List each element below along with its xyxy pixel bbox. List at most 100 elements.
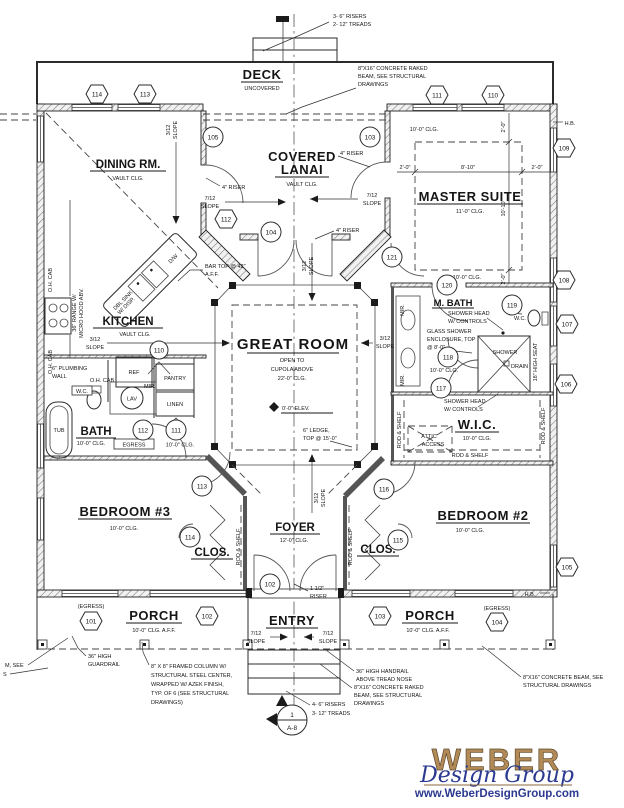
dining-slope-1: 3/12 [166, 125, 172, 136]
hose-bib-top: H.B. [565, 121, 576, 127]
attic-label-1: ATTIC [421, 434, 437, 440]
riser4-note-right: 4" RISER [340, 151, 363, 157]
lanai-right-slope-1: 7/12 [367, 193, 378, 199]
interior-walls [43, 282, 554, 650]
toilet [86, 390, 102, 410]
logo-url[interactable]: www.WeberDesignGroup.com [414, 788, 579, 800]
dining-ceiling: VAULT CLG. [112, 176, 144, 182]
entry-left-slope-2: SLOPE [247, 639, 266, 645]
right-slope-1: 3/12 [380, 336, 391, 342]
column-note-4: TYP. OF 6 (SEE STRUCTURAL [151, 691, 229, 697]
mbath-title: M. BATH [434, 298, 473, 309]
bar-top-note-2: A.F.F. [205, 272, 219, 278]
column-note-1: 8" X 8" FRAMED COLUMN W/ [151, 664, 227, 670]
great-room-sub1: OPEN TO [280, 358, 305, 364]
bath-hall-ceiling: 10'-0" CLG. [166, 443, 195, 449]
ohcab-lower-label: O.H. CAB [48, 350, 54, 374]
riser4-note-center: 4" RISER [336, 228, 359, 234]
door-tag-110: 110 [154, 347, 165, 354]
door-tag-103: 103 [365, 134, 376, 141]
wc-label: W.C. [76, 389, 88, 395]
lanai-right-slope-2: SLOPE [363, 201, 382, 207]
dim-2-0-right: 2'-0" [532, 165, 543, 171]
door-tag-114: 114 [185, 534, 196, 541]
ledge-note-2: TOP @ 15'-0" [303, 436, 337, 442]
window-tag-108: 108 [559, 277, 570, 284]
ohcab-horizontal-label: O.H. CAB [90, 378, 114, 384]
hose-bib-bottom: H.B. [525, 592, 536, 598]
plumbing-wall-1: 6" PLUMBING [52, 366, 87, 372]
porch-columns [37, 639, 556, 650]
drain-label: DRAIN [511, 364, 528, 370]
bath-mirror-label: MIR. [144, 384, 156, 390]
door-tag-111: 111 [171, 427, 181, 434]
shower-head-symbol [501, 331, 505, 335]
lavatory [120, 386, 144, 410]
wic-rod-bottom: ROD & SHELF [452, 453, 489, 459]
slope-labels: 3/12 SLOPE 3/12 SLOPE 3/12 SLOPE 3/12 SL… [86, 120, 395, 645]
kitchen-slope-1: 3/12 [90, 337, 101, 343]
lanai-ceiling: VAULT CLG. [286, 182, 318, 188]
mbath-ceiling: 10'-0" CLG. [430, 368, 459, 374]
attic-label-2: ACCESS [422, 442, 445, 448]
closet-right-rod: ROD & SHELF [348, 528, 354, 565]
section-arrow-up [276, 695, 288, 706]
mbath-mirror-1: MIR. [400, 304, 406, 316]
range-note-2: MICRO HOOD ABV. [79, 288, 85, 338]
wic-ceiling: 10'-0" CLG. [463, 436, 492, 442]
door-tag-117: 117 [436, 385, 447, 392]
logo-script: Design Group [419, 763, 574, 788]
door-tag-102: 102 [265, 581, 276, 588]
fixture-labels: TUB W.C. LAV MIR. REF PANTRY LINEN O.H. … [48, 121, 576, 598]
ceiling-break-lines [0, 112, 523, 496]
raked-beam-note-3: DRAWINGS [354, 701, 384, 707]
shower-label: SHOWER [493, 350, 518, 356]
wic-rod-left: ROD & SHELF [397, 411, 403, 448]
kitchen-title: KITCHEN [102, 316, 153, 328]
master-title: MASTER SUITE [419, 189, 522, 204]
lav-label: LAV [127, 397, 137, 403]
lanai-left-slope-1: 7/12 [205, 196, 216, 202]
top-beam-note-2: BEAM, SEE STRUCTURAL [358, 74, 426, 80]
attic-access-panel [407, 425, 453, 453]
mbath-mirror-2: MIR. [400, 374, 406, 386]
riser15-note-1: 1 1/2" [310, 586, 324, 592]
window-tag-114: 114 [92, 91, 103, 98]
door-tag-119: 119 [507, 302, 518, 309]
window-tag-104: 104 [492, 619, 503, 626]
column-note-2: STRUCTURAL STEEL CENTER, [151, 673, 233, 679]
ohcab-upper-label: O.H. CAB [48, 268, 54, 292]
lanai-gr-slope-1: 3/12 [302, 261, 308, 272]
egress-left: (EGRESS) [78, 604, 105, 610]
deck-title: DECK [243, 67, 282, 82]
master-ceiling-break [414, 141, 523, 271]
pantry-cabinet [155, 363, 195, 391]
window-tag-111: 111 [432, 92, 442, 99]
riser15-note-2: RISER [310, 594, 327, 600]
master-clg-bottom: 10'-0" CLG. [453, 275, 482, 281]
top-beam-note-3: DRAWINGS [358, 82, 388, 88]
plumbing-wall-2: WALL [52, 374, 67, 380]
right-slope-2: SLOPE [376, 344, 395, 350]
great-room-sub3: 22'-0" CLG. [278, 376, 307, 382]
shower-drain [503, 360, 510, 367]
master-dimensions: 2'-0" 8'-10" 2'-0" 2'-0" 10'-10" 2'-0" [397, 113, 551, 284]
lanai-walls [198, 110, 392, 282]
bottom-risers-note-2: 3- 12" TREADS [312, 711, 351, 717]
tub-label: TUB [54, 428, 65, 434]
bath-title: BATH [80, 426, 111, 438]
lanai-gr-slope-2: SLOPE [309, 256, 315, 275]
wic-title: W.I.C. [458, 417, 496, 432]
door-tag-120: 120 [442, 282, 453, 289]
closet-left-title: CLOS. [194, 547, 229, 559]
guardrail-note-1: 36" HIGH [88, 654, 111, 660]
mbath-wc-label: W.C. [514, 316, 526, 322]
section-marker: 1 A-8 [266, 695, 308, 736]
glass-shower-note-2: ENCLOSURE, TOP [427, 337, 476, 343]
door-tag-104: 104 [266, 229, 277, 236]
cutoff-note-1: M, SEE [5, 663, 24, 669]
column-note-3: WRAPPED W/ AZEK FINISH, [151, 682, 224, 688]
entry-title: ENTRY [269, 613, 315, 628]
right-beam-note-2: STRUCTURAL DRAWINGS [523, 683, 592, 689]
